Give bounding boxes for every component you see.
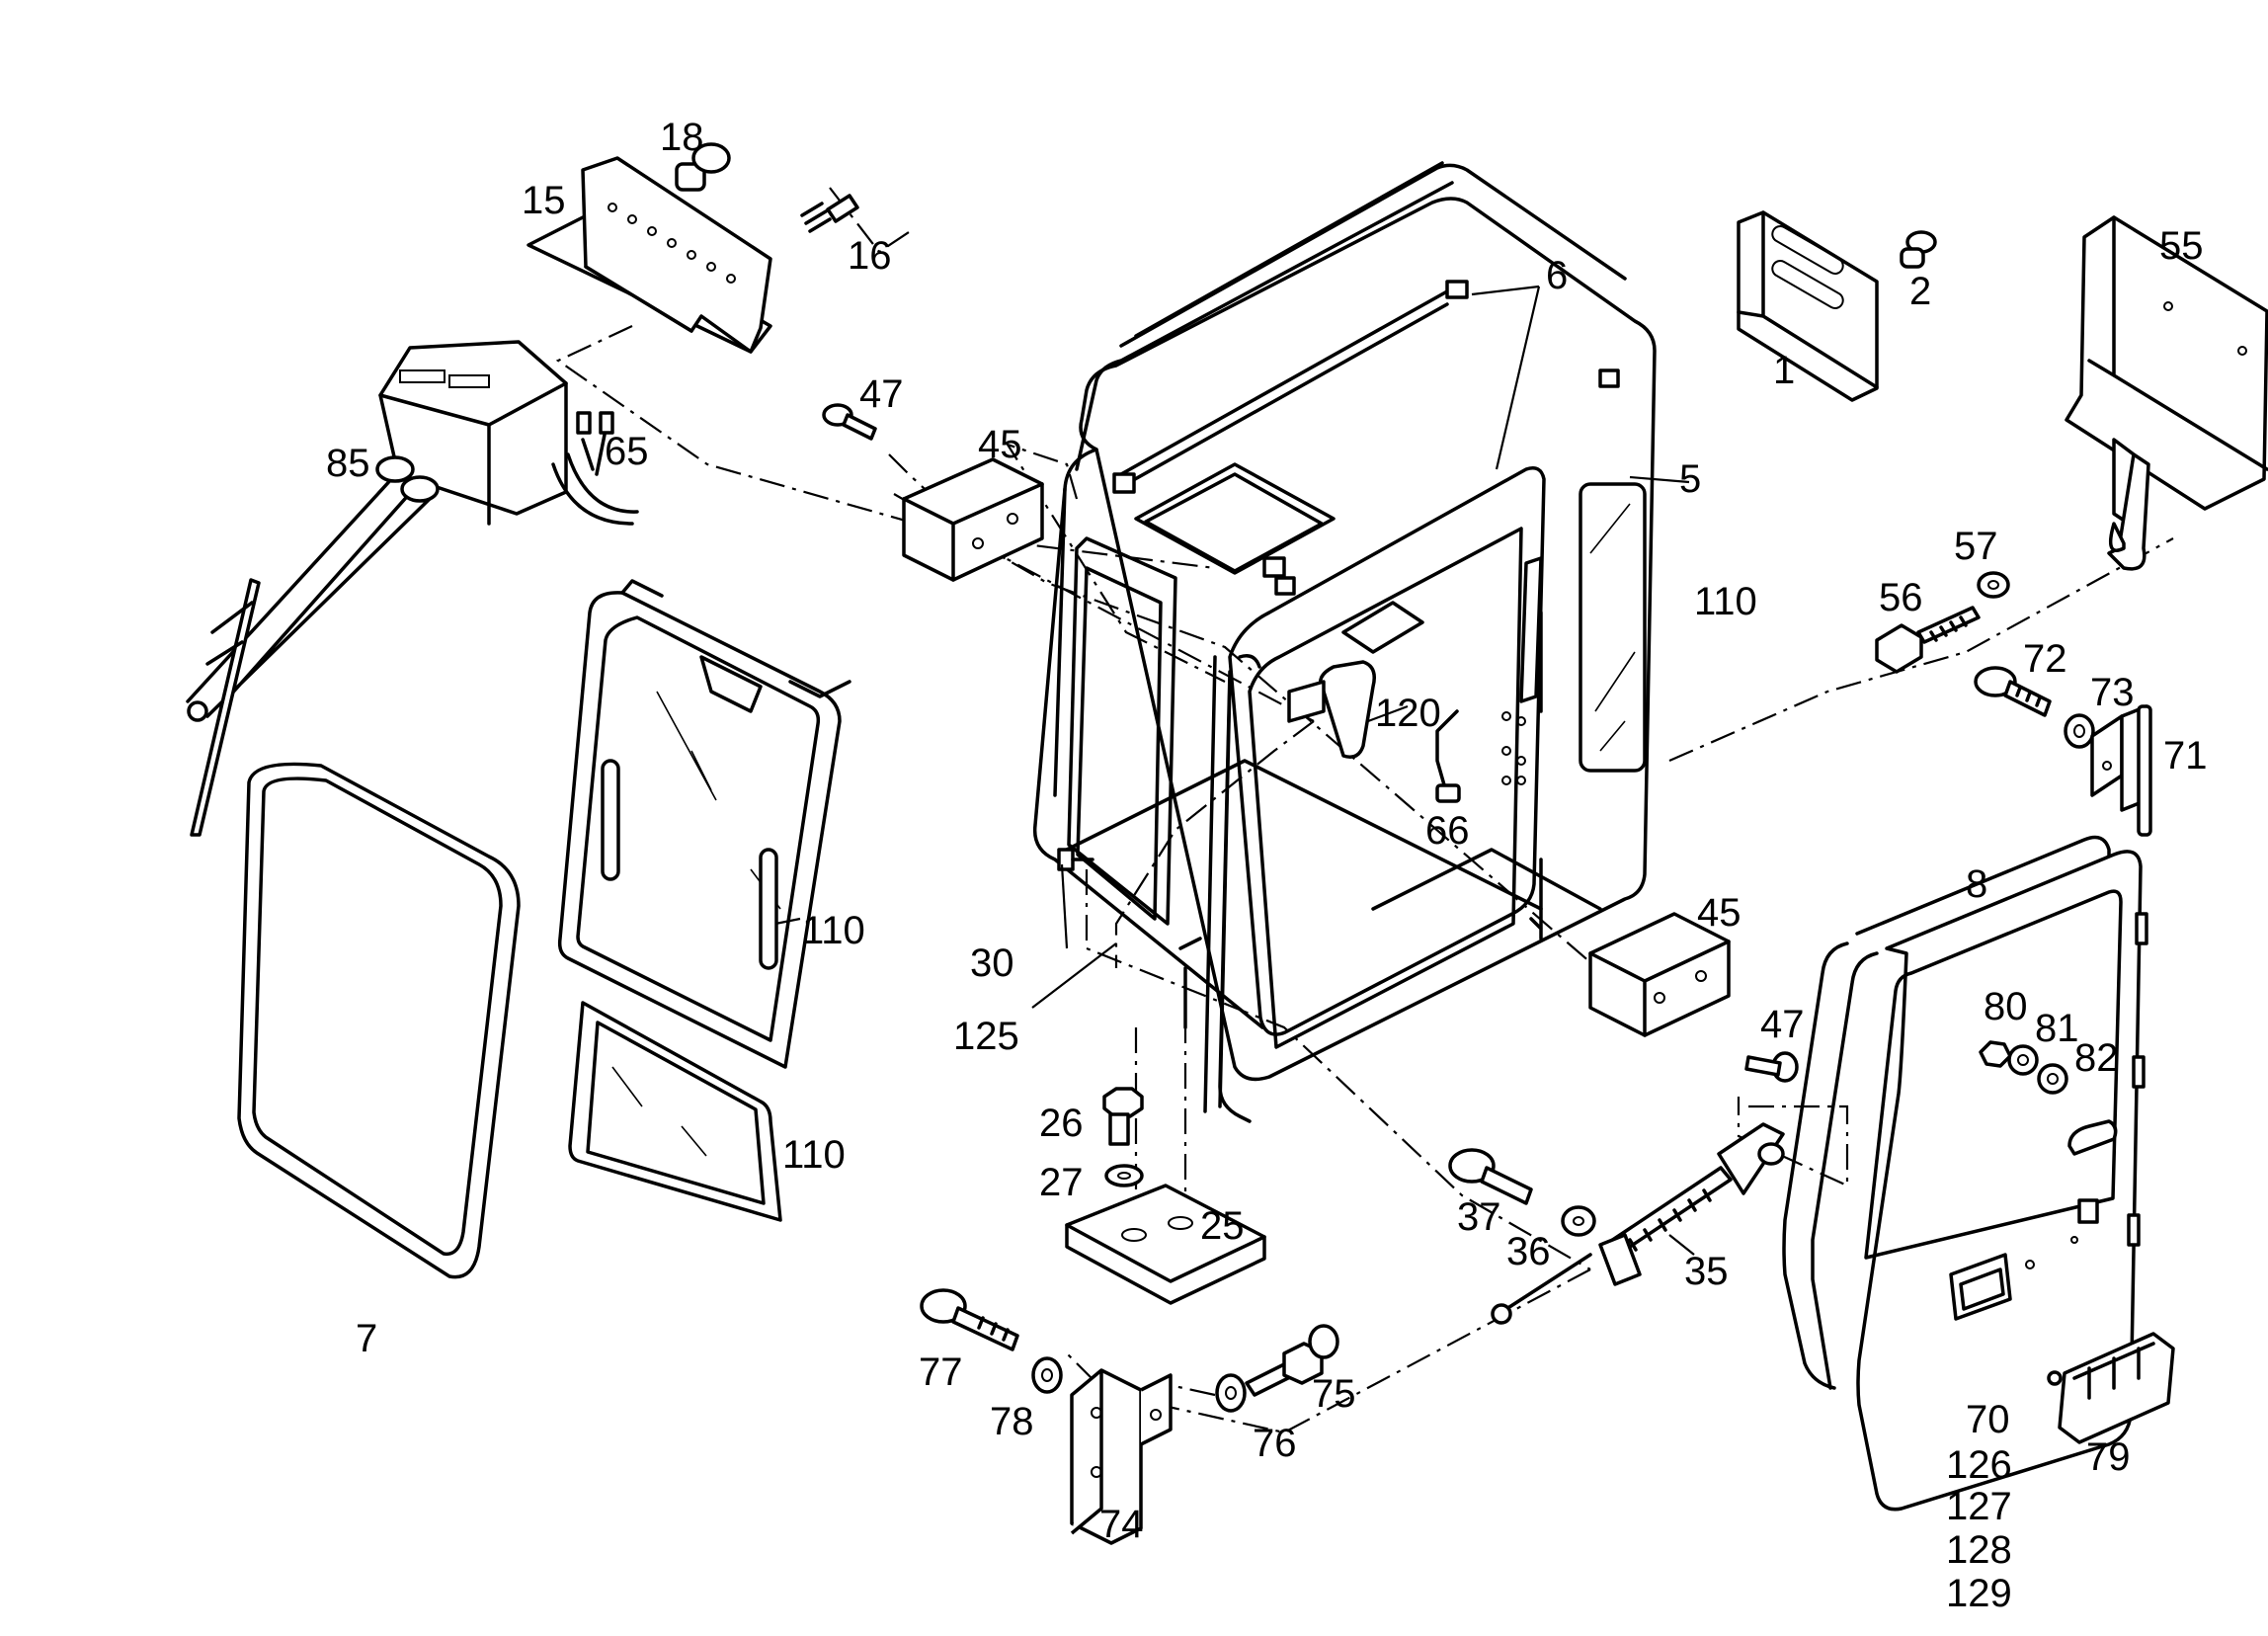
- part-75-bolt: [1245, 1324, 1339, 1397]
- part-27-washer: [1104, 1164, 1144, 1187]
- callout-85: 85: [326, 442, 370, 485]
- callout-56: 56: [1879, 576, 1923, 619]
- part-26-bolt: [1102, 1087, 1144, 1146]
- callout-5: 5: [1679, 457, 1701, 501]
- callout-81: 81: [2035, 1007, 2079, 1050]
- part-7-door-seal: [237, 762, 521, 1279]
- callout-82: 82: [2074, 1036, 2119, 1080]
- callout-15: 15: [522, 179, 566, 222]
- callout-47-lower: 47: [1760, 1003, 1805, 1046]
- callout-125: 125: [953, 1015, 1019, 1058]
- callout-79: 79: [2086, 1435, 2131, 1479]
- part-35-door-stay: [1491, 1122, 1785, 1325]
- callout-55: 55: [2159, 224, 2204, 268]
- callout-16: 16: [848, 234, 892, 278]
- callout-110-lower: 110: [782, 1133, 846, 1177]
- callout-57: 57: [1954, 525, 1998, 568]
- callout-75: 75: [1312, 1372, 1356, 1416]
- callout-80: 80: [1984, 985, 2028, 1028]
- callout-36: 36: [1506, 1230, 1551, 1273]
- callout-110-upper: 110: [802, 909, 865, 952]
- callout-66: 66: [1425, 809, 1470, 853]
- part-110-window-upper: [557, 579, 851, 1069]
- part-82-washer: [2037, 1063, 2068, 1095]
- callout-127: 127: [1946, 1485, 2012, 1528]
- part-45-block-lower: [1588, 912, 1731, 1037]
- part-1-vent: [1737, 210, 1879, 402]
- part-79-lock: [2047, 1332, 2175, 1444]
- callout-35: 35: [1684, 1250, 1729, 1293]
- part-45-block-upper: [902, 457, 1044, 582]
- callout-25: 25: [1200, 1204, 1245, 1248]
- part-77-bolt: [920, 1288, 1019, 1351]
- part-81-washer: [2007, 1044, 2039, 1076]
- leader-lines: [774, 285, 1695, 1256]
- part-80-nut: [1979, 1040, 2012, 1068]
- callout-74: 74: [1099, 1503, 1144, 1546]
- callout-77: 77: [919, 1350, 963, 1394]
- part-47-screw-lower: [1744, 1051, 1799, 1083]
- part-8-door: [1782, 835, 2148, 1512]
- callout-72: 72: [2023, 637, 2067, 681]
- part-72-bolt: [1974, 666, 2052, 717]
- part-57-washer: [1977, 571, 2010, 599]
- callout-labels: 1 2 5 6 7 8 15 16 18 25 26 27 30 35 36 3…: [326, 116, 2208, 1615]
- callout-70: 70: [1966, 1398, 2010, 1441]
- callout-129: 129: [1946, 1572, 2012, 1615]
- callout-76: 76: [1253, 1422, 1297, 1465]
- callout-110-side: 110: [1694, 580, 1757, 623]
- part-36-washer: [1561, 1205, 1596, 1237]
- callout-73: 73: [2090, 671, 2135, 714]
- callout-47-upper: 47: [859, 372, 904, 416]
- part-73-washer: [2064, 713, 2095, 749]
- part-5-cab-body: [1032, 161, 1657, 1123]
- callout-27: 27: [1039, 1161, 1084, 1204]
- callout-7: 7: [356, 1317, 377, 1360]
- part-78-washer: [1031, 1356, 1063, 1394]
- part-15-bracket: [526, 156, 772, 354]
- callout-8: 8: [1966, 862, 1987, 906]
- callout-18: 18: [660, 116, 704, 159]
- part-37-bolt: [1448, 1148, 1533, 1205]
- part-16-screw: [800, 194, 859, 233]
- part-76-washer: [1215, 1373, 1247, 1413]
- part-25-plate: [1065, 1184, 1266, 1305]
- part-71-hinge: [2090, 704, 2152, 837]
- callout-78: 78: [990, 1400, 1034, 1443]
- part-2-plug: [1900, 230, 1937, 269]
- part-110-window-lower: [568, 1001, 782, 1222]
- callout-1: 1: [1773, 349, 1795, 392]
- callout-126: 126: [1946, 1443, 2012, 1487]
- part-55-bracket: [2065, 215, 2268, 571]
- callout-120: 120: [1375, 692, 1441, 735]
- part-18-plug: [675, 142, 731, 192]
- callout-30: 30: [970, 941, 1014, 985]
- part-56-bolt: [1875, 606, 1981, 674]
- callout-71: 71: [2163, 734, 2208, 777]
- callout-37: 37: [1457, 1195, 1501, 1239]
- callout-45-upper: 45: [978, 423, 1022, 466]
- part-74-hinge-bracket: [1070, 1368, 1173, 1545]
- callout-65: 65: [605, 430, 649, 473]
- callout-128: 128: [1946, 1528, 2012, 1572]
- wiper-arm-blade: [186, 455, 440, 837]
- callout-2: 2: [1909, 270, 1931, 313]
- callout-45-lower: 45: [1697, 891, 1742, 935]
- callout-6: 6: [1546, 254, 1568, 297]
- callout-26: 26: [1039, 1102, 1084, 1145]
- part-47-screw-upper: [822, 403, 877, 441]
